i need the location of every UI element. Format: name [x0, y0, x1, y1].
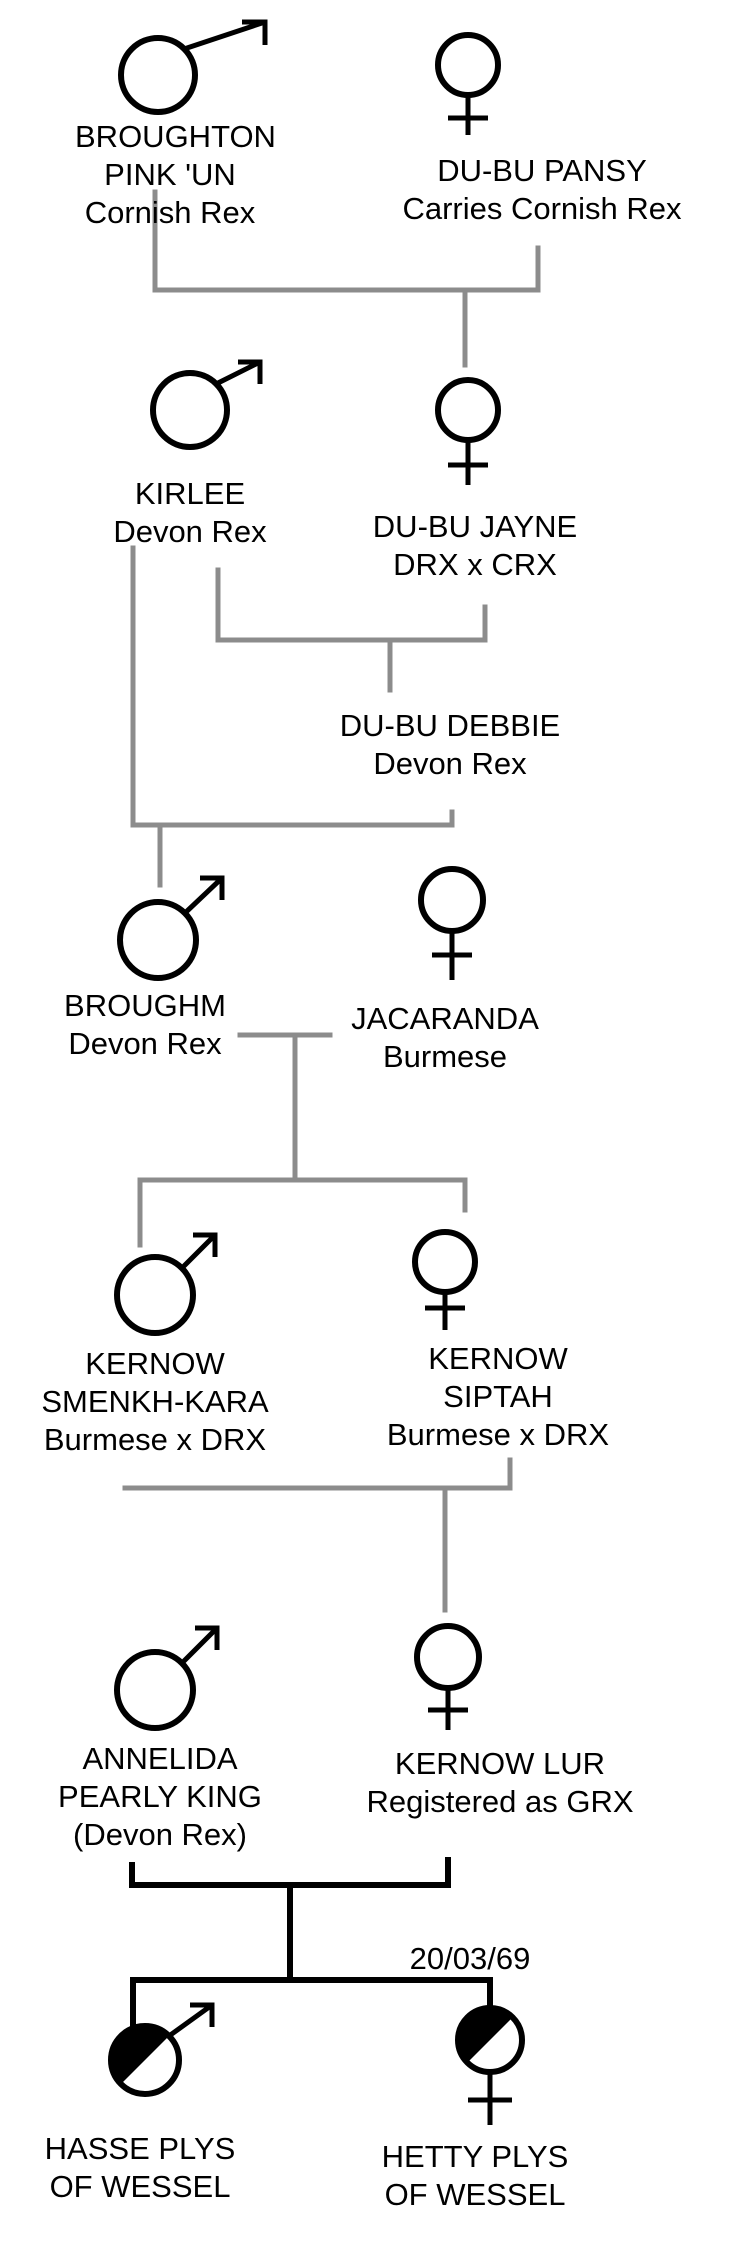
- individual-label: JACARANDA Burmese: [351, 1001, 539, 1074]
- mating-line: [215, 567, 488, 643]
- female-affected-symbol: [455, 2005, 525, 2125]
- male-symbol: [150, 359, 263, 450]
- individual-label: DU-BU PANSY Carries Cornish Rex: [402, 153, 682, 226]
- mating-line: [152, 189, 541, 293]
- female-symbol: [435, 377, 501, 485]
- male-symbol: [114, 1232, 218, 1336]
- mating-line: [122, 1457, 513, 1491]
- individual-label: BROUGHTON PINK 'UN Cornish Rex: [75, 119, 276, 230]
- individual-label: HASSE PLYS OF WESSEL: [44, 2131, 236, 2204]
- individual-label: KERNOW SIPTAH Burmese x DRX: [386, 1341, 610, 1452]
- individual-label: KERNOW LUR Registered as GRX: [366, 1746, 634, 1819]
- mating-line: [129, 1857, 451, 1888]
- individual-label: KIRLEE Devon Rex: [113, 476, 267, 549]
- individual-label: DU-BU DEBBIE Devon Rex: [339, 708, 561, 781]
- female-symbol: [414, 1623, 482, 1730]
- male-symbol: [117, 875, 225, 981]
- sibship-line: [130, 1977, 493, 2028]
- male-symbol: [114, 1625, 220, 1731]
- male-symbol: [118, 19, 268, 115]
- female-symbol: [412, 1229, 478, 1330]
- litter-date: 20/03/69: [409, 1941, 531, 1976]
- mating-line: [130, 545, 455, 828]
- female-symbol: [435, 32, 501, 135]
- individual-label: HETTY PLYS OF WESSEL: [381, 2139, 569, 2212]
- individual-label: BROUGHM Devon Rex: [64, 988, 226, 1061]
- individual-label: ANNELIDA PEARLY KING (Devon Rex): [58, 1741, 262, 1852]
- male-affected-symbol: [108, 2002, 215, 2097]
- sibship-line: [137, 1177, 468, 1248]
- female-symbol: [418, 866, 486, 980]
- individual-label: DU-BU JAYNE DRX x CRX: [372, 509, 578, 582]
- individual-label: KERNOW SMENKH-KARA Burmese x DRX: [41, 1346, 269, 1457]
